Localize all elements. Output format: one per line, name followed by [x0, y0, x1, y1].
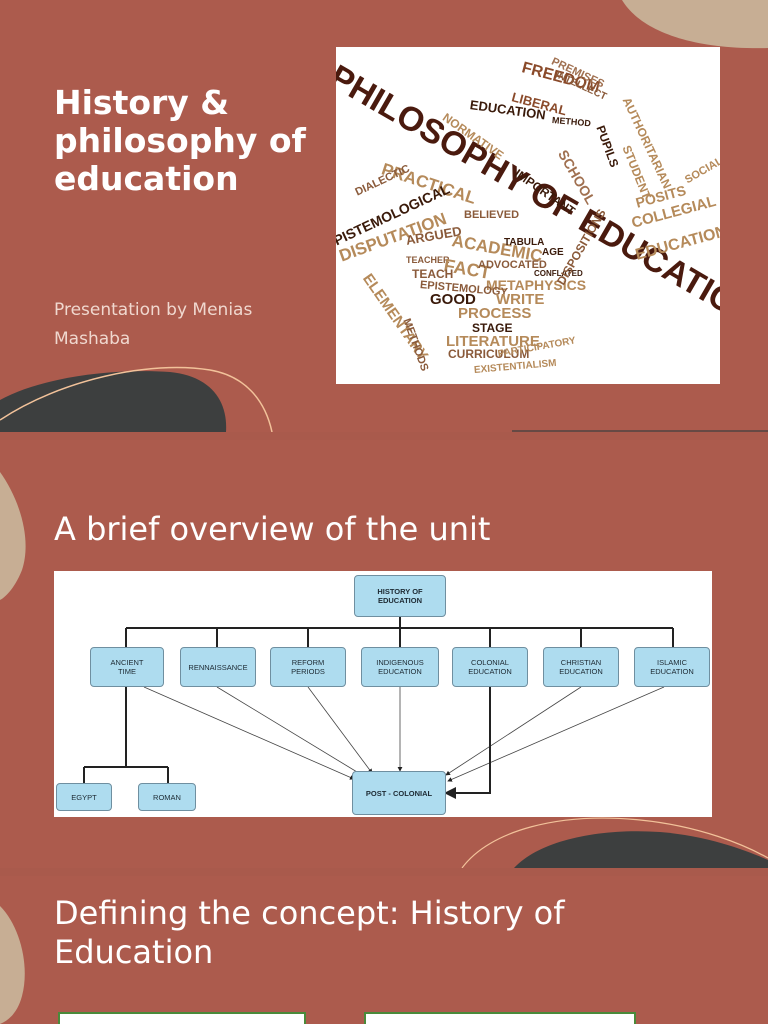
word-cloud-word: GOOD — [430, 291, 476, 308]
overview-slide: A brief overview of the unit — [0, 440, 768, 868]
word-cloud-word: CONFLATED — [534, 269, 583, 278]
unit-overview-diagram: HISTORY OF EDUCATION ANCIENT TIME RENNAI… — [54, 571, 712, 817]
word-cloud-word: CURRICULUM — [448, 347, 530, 361]
presentation-subtitle: Presentation by Menias Mashaba — [54, 300, 253, 349]
word-cloud-word: ADVOCATED — [478, 259, 547, 271]
word-cloud-word: TEACH — [412, 267, 454, 281]
node-egypt: EGYPT — [56, 783, 112, 811]
overview-title: A brief overview of the unit — [54, 510, 491, 548]
diagram-connectors — [83, 617, 674, 799]
slide3-decoration — [0, 906, 25, 1024]
node-reform-periods: REFORM PERIODS — [270, 647, 346, 687]
node-roman: ROMAN — [138, 783, 196, 811]
dark-blob-bottom-left — [0, 371, 227, 432]
node-ancient-time: ANCIENT TIME — [90, 647, 164, 687]
slide2-decoration — [0, 472, 768, 868]
slide-gap-2 — [0, 868, 768, 876]
word-cloud-word: WRITE — [496, 291, 545, 308]
tan-blob-top-right — [622, 0, 768, 49]
node-islamic-education: ISLAMIC EDUCATION — [634, 647, 710, 687]
word-cloud-word: STAGE — [472, 321, 513, 335]
word-cloud-word: METHOD — [551, 115, 592, 129]
definition-card-left — [58, 1012, 306, 1024]
node-post-colonial: POST - COLONIAL — [352, 771, 446, 815]
node-history-of-education: HISTORY OF EDUCATION — [354, 575, 446, 617]
title-slide: History & philosophy of education Presen… — [0, 0, 768, 432]
word-cloud-word: SOCIAL — [683, 155, 720, 187]
peach-curve-bottom — [461, 817, 768, 868]
word-cloud-word: LITERATURE — [446, 333, 540, 350]
tan-blob-left-bottom — [0, 906, 25, 1024]
node-christian-education: CHRISTIAN EDUCATION — [543, 647, 619, 687]
slide1-decoration — [0, 0, 768, 432]
word-cloud-word: BELIEVED — [464, 209, 520, 221]
peach-curve — [0, 366, 273, 432]
slide-gap — [0, 432, 768, 440]
word-cloud-word: METAPHYSICS — [486, 277, 587, 293]
word-cloud-word: PUPILS — [593, 123, 622, 170]
word-cloud-word: TABULA — [504, 237, 545, 248]
presentation-title: History & philosophy of education — [54, 83, 306, 198]
definition-slide: Defining the concept: History of Educati… — [0, 876, 768, 1024]
word-cloud-word: PROCESS — [458, 305, 532, 322]
dark-blob-bottom-right — [514, 831, 768, 868]
node-rennaissance: RENNAISSANCE — [180, 647, 256, 687]
word-cloud-word: TEACHER — [406, 255, 450, 265]
word-cloud-word: AUTHORITARIAN — [619, 95, 675, 191]
definition-card-right — [364, 1012, 636, 1024]
tan-blob-left — [0, 472, 26, 600]
node-indigenous-education: INDIGENOUS EDUCATION — [361, 647, 439, 687]
word-cloud-word: AGE — [542, 247, 564, 258]
node-colonial-education: COLONIAL EDUCATION — [452, 647, 528, 687]
definition-title: Defining the concept: History of Educati… — [54, 894, 565, 971]
